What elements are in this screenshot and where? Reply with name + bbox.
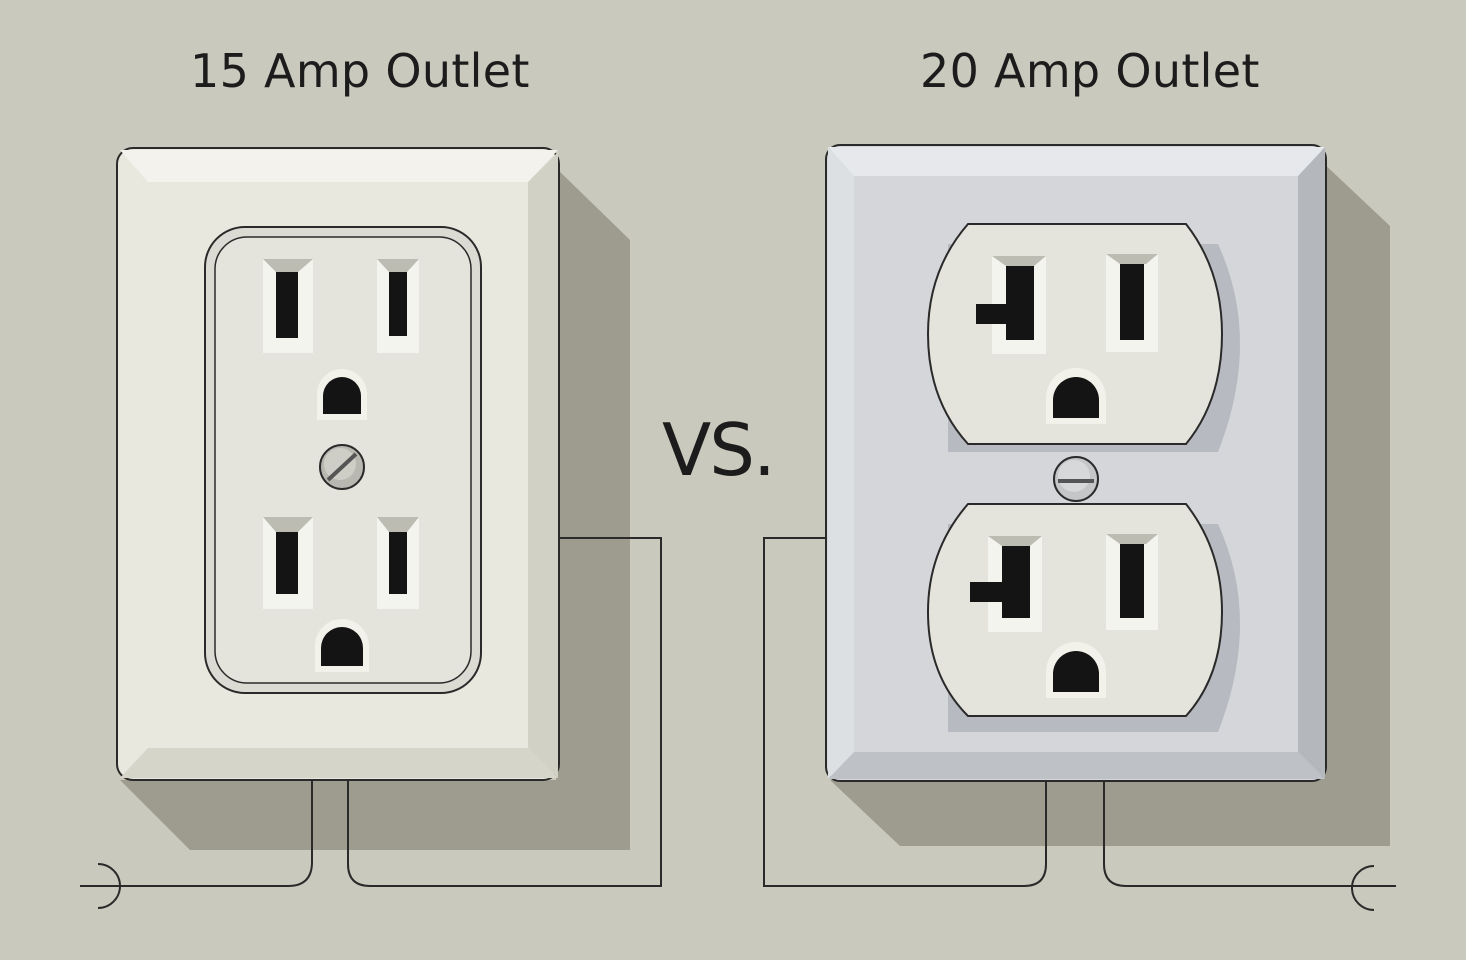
ground-hole-inner-bottom-20 (1053, 651, 1099, 692)
t-slot-bottom-20 (970, 546, 1030, 618)
neutral-slot-bottom-20 (1120, 544, 1144, 618)
versus-label: VS. (662, 408, 776, 492)
ground-hole-inner-top-20 (1053, 377, 1099, 418)
wire-left-b-15 (347, 537, 662, 887)
plate-shadow-20 (830, 160, 1390, 846)
plug-symbol-left (97, 863, 121, 909)
outlet-20-amp (763, 144, 1396, 911)
hot-slot-bottom-15 (276, 532, 298, 594)
outlet-15-amp (80, 147, 662, 909)
plate-bevel-bottom-15 (120, 748, 558, 778)
slot-bevel-shade-hot-top-15 (263, 259, 313, 272)
plate-bevel-top-20 (828, 147, 1325, 176)
plate-bevel-top-15 (120, 150, 558, 182)
plate-bevel-bottom-20 (828, 752, 1325, 779)
ground-hole-inner-bottom-15 (321, 627, 363, 666)
plate-bevel-right-15 (528, 152, 558, 778)
ground-hole-inner-top-15 (323, 377, 361, 414)
slot-bevel-shade-neutral-bot-15 (377, 517, 419, 532)
wire-left-a-15 (80, 780, 313, 887)
plate-bevel-right-20 (1298, 147, 1325, 779)
screw-slot-15 (326, 452, 358, 482)
plate-bevel-left-20 (828, 147, 854, 779)
wire-right-a-20 (763, 537, 1047, 887)
neutral-slot-top-20 (1120, 264, 1144, 340)
wire-right-b-20 (1103, 781, 1396, 887)
slot-bevel-shade-hot-bot-15 (263, 517, 313, 532)
plug-symbol-right (1351, 865, 1375, 911)
plate-shadow-15 (120, 168, 630, 850)
screw-highlight-20 (1058, 460, 1090, 492)
neutral-slot-top-15 (389, 272, 407, 336)
slot-bevel-shade-t-top-20 (992, 256, 1046, 266)
hot-slot-top-15 (276, 272, 298, 338)
neutral-slot-bottom-15 (389, 532, 407, 594)
title-20-amp: 20 Amp Outlet (920, 44, 1260, 98)
slot-bevel-shade-neutral-bot-20 (1106, 534, 1158, 544)
screw-highlight-15 (324, 448, 356, 480)
slot-bevel-shade-neutral-top-20 (1106, 254, 1158, 264)
slot-bevel-shade-t-bot-20 (988, 536, 1042, 546)
title-15-amp: 15 Amp Outlet (190, 44, 530, 98)
slot-bevel-shade-neutral-top-15 (377, 259, 419, 272)
t-slot-top-20 (976, 266, 1034, 340)
